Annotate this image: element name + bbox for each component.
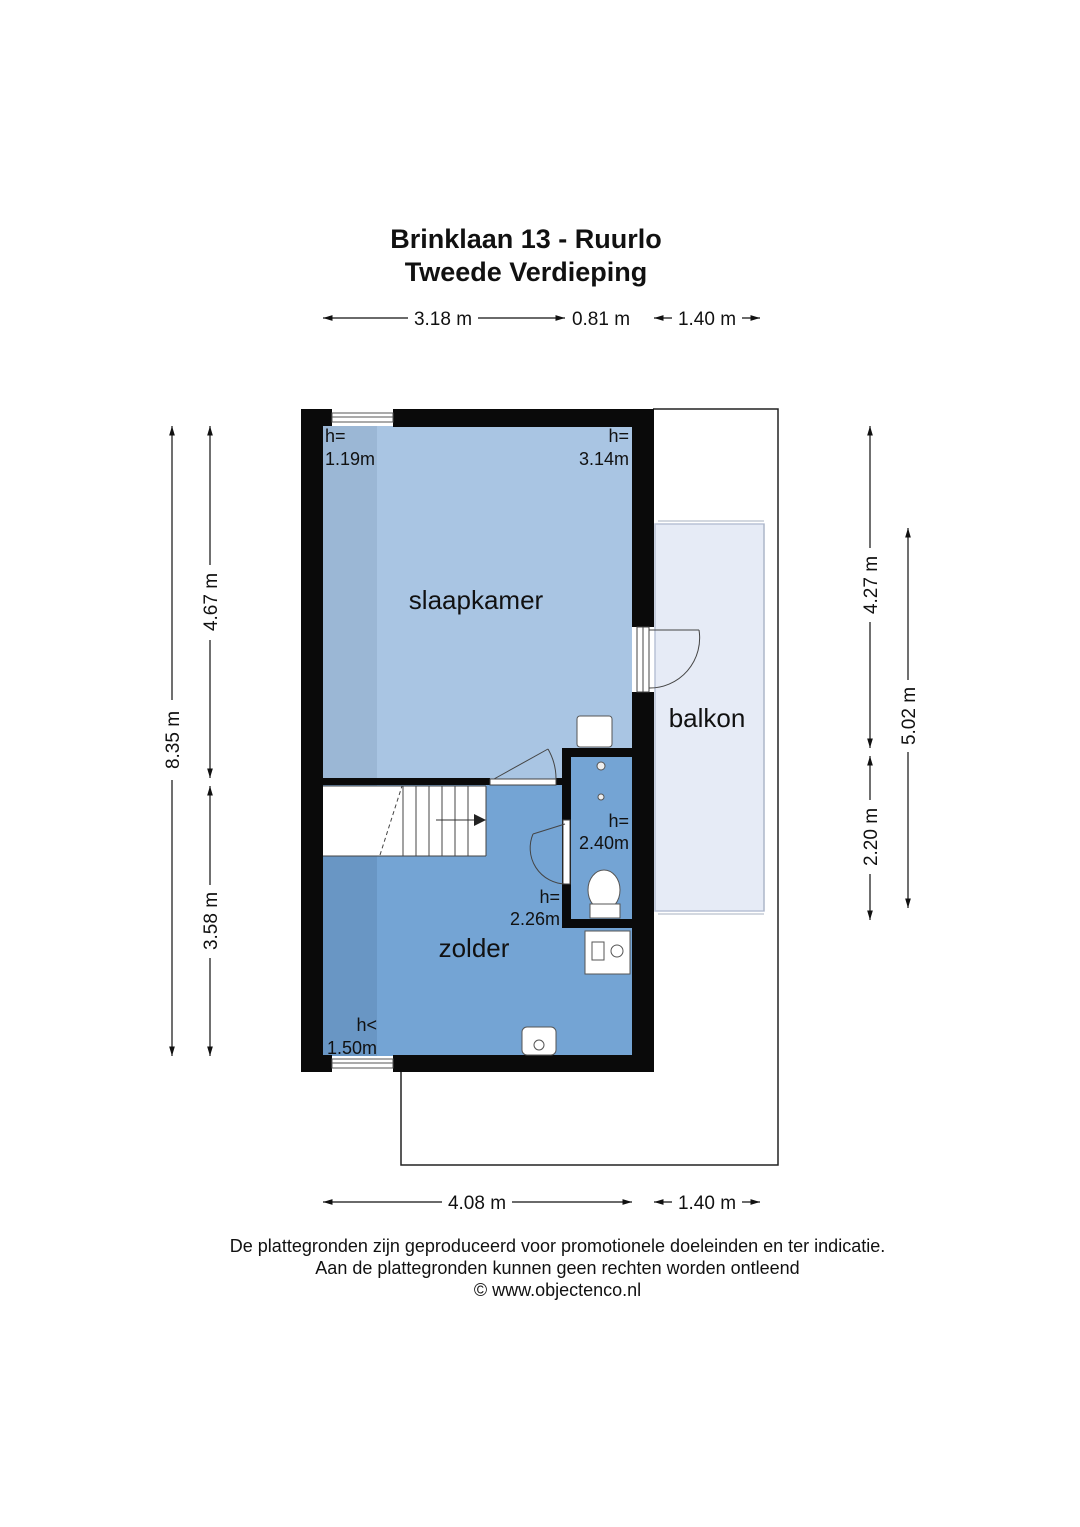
room-labels: slaapkamer zolder balkon <box>409 585 746 963</box>
tap-icon <box>596 761 606 771</box>
room-zolder: zolder <box>439 933 510 963</box>
staircase <box>322 785 487 857</box>
exterior-outline <box>400 408 779 1166</box>
doors <box>489 626 701 885</box>
height-toilet-label: h= <box>608 811 629 831</box>
height-bedroom-low-label: h= <box>325 426 346 446</box>
balcony-area <box>654 523 765 912</box>
copyright-link[interactable]: © www.objectenco.nl <box>473 1280 642 1300</box>
dim-right-lower: 2.20 m <box>861 808 882 866</box>
drain-icon <box>597 793 605 801</box>
dim-left-upper: 4.67 m <box>201 573 222 631</box>
dim-right-upper: 4.27 m <box>861 556 882 614</box>
room-balkon: balkon <box>669 703 746 733</box>
disclaimer-line-1: De plattegronden zijn geproduceerd voor … <box>229 1236 886 1256</box>
balcony-railing <box>658 520 765 915</box>
dim-top-2: 0.81 m <box>572 309 630 330</box>
height-toilet-value: 2.40m <box>579 833 629 853</box>
fixtures <box>521 715 631 1056</box>
height-bedroom-low-value: 1.19m <box>325 449 375 469</box>
height-bedroom-high-value: 3.14m <box>579 449 629 469</box>
bedroom-low-zone <box>322 426 377 779</box>
dim-left-outer: 8.35 m <box>163 711 184 769</box>
disclaimer-line-2: Aan de plattegronden kunnen geen rechten… <box>315 1258 800 1278</box>
dimension-lines <box>169 315 911 1205</box>
height-bedroom-high-label: h= <box>608 426 629 446</box>
height-attic-low-label: h< <box>356 1015 377 1035</box>
height-attic-value: 2.26m <box>510 909 560 929</box>
washbasin-icon <box>576 715 613 748</box>
dim-right-outer: 5.02 m <box>899 687 920 745</box>
dim-left-lower: 3.58 m <box>201 892 222 950</box>
dim-top-1: 3.18 m <box>414 309 472 330</box>
floor-name: Tweede Verdieping <box>404 257 648 287</box>
dim-top-3: 1.40 m <box>678 309 736 330</box>
room-slaapkamer: slaapkamer <box>409 585 544 615</box>
windows <box>331 412 394 1069</box>
height-attic-low-value: 1.50m <box>327 1038 377 1058</box>
height-labels: h= 1.19m h= 3.14m h= 2.40m h= 2.26m h< 1… <box>325 426 629 1058</box>
dim-bottom-2: 1.40 m <box>678 1193 736 1214</box>
dim-bottom-1: 4.08 m <box>448 1193 506 1214</box>
height-attic-label: h= <box>539 887 560 907</box>
plan-title: Brinklaan 13 - Ruurlo <box>390 224 662 254</box>
dimension-labels: 3.18 m 0.81 m 1.40 m 4.08 m 1.40 m 8.35 … <box>163 309 920 1214</box>
